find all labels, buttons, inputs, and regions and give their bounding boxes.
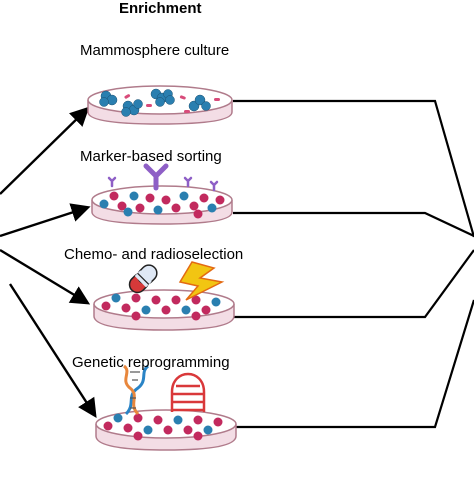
petri-dish-mammosphere: [87, 85, 233, 125]
petri-dish-chemo-radio: [93, 261, 235, 331]
mammosphere-cluster: [99, 88, 211, 117]
petri-dish-marker-sorting: [91, 163, 233, 225]
selected-cells: [101, 293, 221, 321]
antibody-icon: [143, 163, 169, 191]
connector-line-1: [233, 99, 474, 238]
connector-line-3: [233, 249, 474, 319]
step-label-chemo-radio: Chemo- and radioselection: [64, 246, 244, 263]
sorted-cells: [99, 191, 225, 219]
connector-line-2: [233, 211, 474, 237]
arrow-to-chemo-radio: [0, 248, 91, 305]
petri-dish-genetic: [95, 364, 237, 451]
radiation-lightning-icon: [178, 261, 225, 301]
step-label-marker-sorting: Marker-based sorting: [80, 148, 222, 165]
reprogrammed-cells: [103, 413, 223, 441]
arrow-to-genetic: [8, 283, 97, 419]
rna-hairpin-icon: [170, 372, 206, 412]
diagram-title: Enrichment: [119, 0, 202, 17]
drug-capsule-icon: [128, 264, 158, 294]
arrow-to-marker-sorting: [0, 203, 91, 238]
connector-line-4: [233, 299, 474, 429]
dna-helix-icon: [122, 364, 150, 416]
arrow-to-mammosphere: [0, 106, 90, 195]
step-label-genetic: Genetic reprogramming: [72, 354, 230, 371]
step-label-mammosphere: Mammosphere culture: [80, 42, 230, 59]
